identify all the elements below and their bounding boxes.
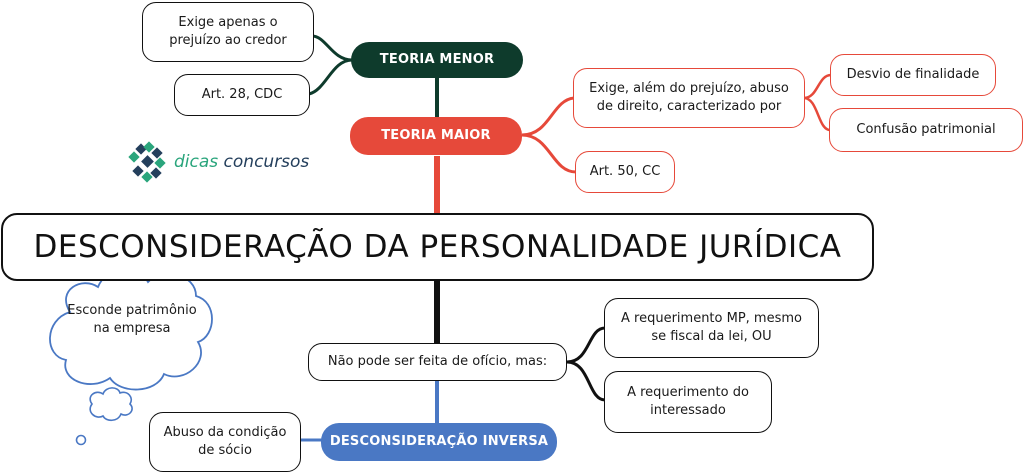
teoria-maior-label: TEORIA MAIOR [381,128,491,143]
criteria-confusao-text: Confusão patrimonial [856,122,996,137]
cloud-bubble-small [89,387,133,422]
criteria-confusao-node: Confusão patrimonial [829,108,1023,152]
menor-branch-2 [308,58,353,96]
maior-requirement-node: Exige, além do prejuízo, abuso de direit… [573,68,805,128]
menor-detail-art28: Art. 28, CDC [174,74,310,116]
criteria-branch-1 [803,73,832,100]
procedure-option-mp: A requerimento MP, mesmo se fiscal da le… [604,298,819,358]
maior-branch-1 [521,96,575,137]
teoria-menor-node: TEORIA MENOR [351,42,523,78]
criteria-desvio-text: Desvio de finalidade [846,67,980,82]
criteria-branch-2 [803,96,831,132]
logo-text-dicas: dicas [174,152,219,172]
logo-text: dicas concursos [174,152,309,172]
procedure-option-interessado-text: A requerimento do interessado [627,385,749,418]
maior-requirement-text: Exige, além do prejuízo, abuso de direit… [589,81,789,114]
menor-detail-prejuizo-text: Exige apenas o prejuízo ao credor [169,15,287,48]
central-topic-text: DESCONSIDERAÇÃO DA PERSONALIDADE JURÍDIC… [33,229,842,265]
logo-text-concursos: concursos [223,152,310,172]
menor-detail-prejuizo: Exige apenas o prejuízo ao credor [142,2,314,62]
inversa-abuso-node: Abuso da condição de sócio [149,412,301,472]
procedure-branch-1 [566,326,606,364]
cloud-note: Esconde patrimônio na empresa [67,303,197,336]
criteria-desvio-node: Desvio de finalidade [830,54,996,96]
inversa-node: DESCONSIDERAÇÃO INVERSA [321,423,557,461]
cloud-bubble-tiny [75,434,87,446]
teoria-maior-node: TEORIA MAIOR [350,117,522,155]
procedure-option-interessado: A requerimento do interessado [604,371,772,433]
dicas-concursos-logo: dicas concursos [128,141,309,183]
maior-article-node: Art. 50, CC [575,151,675,193]
inversa-abuso-text: Abuso da condição de sócio [163,425,287,458]
procedure-branch-2 [566,360,606,402]
teoria-menor-label: TEORIA MENOR [379,52,495,67]
maior-branch-2 [521,133,577,174]
menor-detail-art28-text: Art. 28, CDC [201,87,283,102]
central-topic: DESCONSIDERAÇÃO DA PERSONALIDADE JURÍDIC… [1,213,874,281]
menor-branch-1 [311,34,353,62]
procedure-text: Não pode ser feita de ofício, mas: [327,354,548,369]
maior-article-text: Art. 50, CC [589,164,661,179]
cube-logo-icon [128,141,166,183]
procedure-option-mp-text: A requerimento MP, mesmo se fiscal da le… [621,311,802,344]
procedure-node: Não pode ser feita de ofício, mas: [308,343,567,381]
inversa-label: DESCONSIDERAÇÃO INVERSA [329,434,549,449]
